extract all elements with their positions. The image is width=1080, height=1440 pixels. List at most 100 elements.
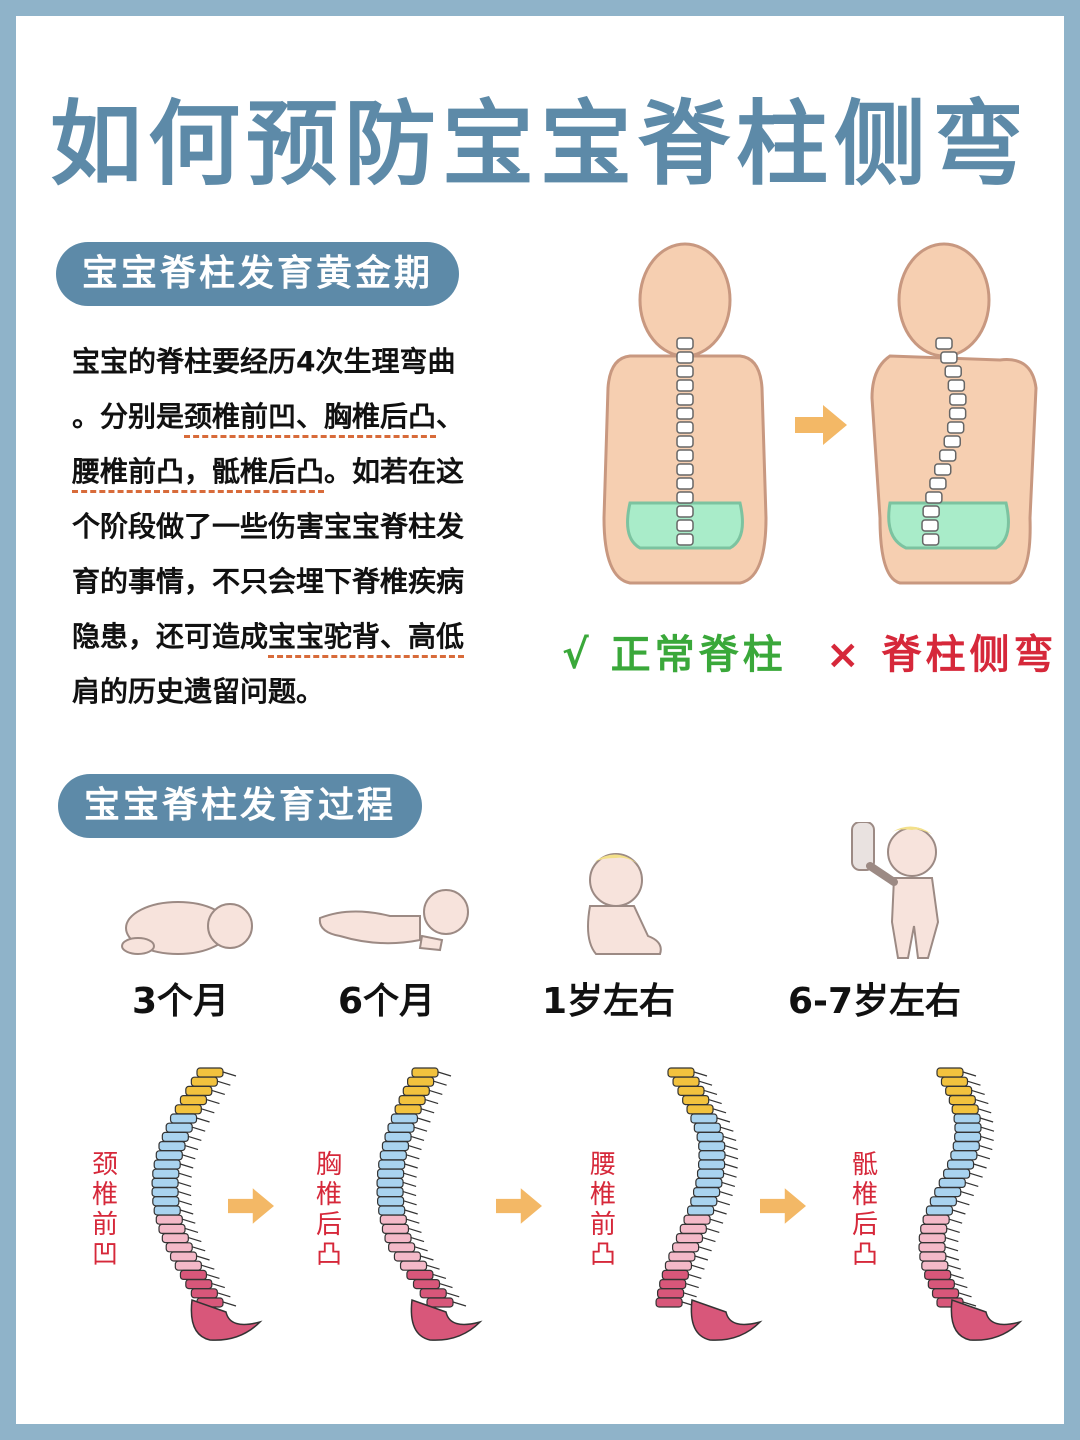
vertebra-process [946,1227,960,1233]
vertebra [174,1104,202,1115]
stage-age-label: 3个月 [132,981,230,1022]
vertebra [925,1205,954,1216]
vertebra-process [979,1145,993,1151]
vertebra-process [960,1191,974,1197]
vertebra-process [182,1154,196,1160]
vertebra [695,1177,723,1188]
vertebra-process [404,1163,418,1169]
vertebra-process [414,1246,428,1252]
vertebra [676,449,694,462]
paragraph-line: 个阶段做了一些伤害宝宝脊柱发 [72,510,465,543]
vertebra-process [956,1200,970,1206]
vertebra [185,1085,213,1097]
vertebra-process [403,1172,417,1178]
vertebra-process [720,1126,734,1132]
vertebra [165,1122,193,1133]
vertebra-process [706,1227,720,1233]
vertebra [921,533,940,546]
vertebra [378,1159,406,1170]
curve-label: 腰 椎 前 凸 [586,1150,620,1270]
vertebra [929,477,947,490]
curve-char: 前 [589,1210,616,1240]
vertebra-process [177,1191,192,1197]
vertebra-process [426,1264,440,1270]
normal-spine-label: √ 正常脊柱 [562,632,787,678]
vertebra-process [945,1237,959,1243]
vertebra-process [420,1108,435,1114]
vertebra-process [192,1126,206,1132]
vertebra [151,1187,179,1198]
curve-char: 凸 [589,1240,616,1270]
vertebra [952,1140,980,1152]
vertebra [155,1150,183,1161]
curve-char: 前 [91,1210,118,1240]
vertebra [953,1113,981,1124]
paragraph-line: 育的事情，不只会埋下脊椎疾病 [72,565,465,598]
vertebra [179,1269,208,1280]
vertebra [155,1214,183,1225]
vertebra [676,533,694,546]
arrow-right-icon [795,405,847,445]
vertebra [679,1223,707,1234]
vertebra [407,1076,435,1087]
vertebra-process [683,1292,697,1298]
vertebra-process [723,1172,737,1178]
baby-1-year-sitting-icon [587,853,662,955]
vertebra [676,393,694,406]
vertebra [406,1269,434,1280]
vertebra-process [180,1163,194,1169]
vertebra-process [211,1283,225,1289]
vertebra [672,1076,700,1087]
vertebra [664,1260,693,1271]
underlined-text: 宝宝驼背、高低 [268,620,465,658]
vertebra-process [947,1264,961,1270]
stage-age-label: 6个月 [338,981,436,1022]
sacrum [950,1298,1023,1341]
vertebra [379,1150,407,1161]
vertebra [676,477,694,490]
vertebra [655,1297,683,1308]
vertebra [945,1085,973,1097]
vertebra-process [217,1292,231,1298]
vertebra-process [688,1273,702,1279]
curve-char: 颈 [91,1150,118,1180]
vertebra [676,421,694,434]
vertebra [676,407,694,420]
vertebra [690,1196,718,1207]
vertebra-process [709,1218,724,1224]
vertebra [676,337,694,350]
vertebra [151,1177,179,1188]
curve-char: 椎 [589,1180,616,1210]
vertebra [948,1094,976,1106]
vertebra-process [954,1283,968,1289]
normal-spine-back-figure [602,242,768,585]
paragraph-text: 隐患，还可造成 [72,620,269,653]
vertebra [934,1187,962,1198]
vertebra [384,1131,412,1143]
vertebra [938,1177,966,1188]
vertebra [152,1168,180,1179]
vertebra [929,1196,957,1207]
vertebra [165,1242,193,1253]
vertebra [399,1260,428,1271]
curve-char: 骶 [851,1150,878,1180]
vertebra-process [178,1172,192,1178]
vertebra-process [206,1099,220,1105]
vertebra-process [713,1209,727,1215]
vertebra-process [980,1135,994,1141]
vertebra-process [948,1218,963,1224]
vertebra [390,1113,419,1124]
vertebra-process [950,1273,964,1279]
paragraph-text: 、 [436,400,465,433]
vertebra-process [177,1181,192,1187]
vertebra [931,1288,960,1299]
vertebra-process [406,1154,420,1160]
vertebra [676,351,694,364]
vertebra [682,1094,710,1106]
vertebra [935,337,953,350]
vertebra-process [958,1292,972,1298]
vertebra-process [184,1227,199,1233]
vertebra [675,1233,704,1244]
vertebra-process [724,1145,738,1151]
vertebra [686,1205,715,1216]
